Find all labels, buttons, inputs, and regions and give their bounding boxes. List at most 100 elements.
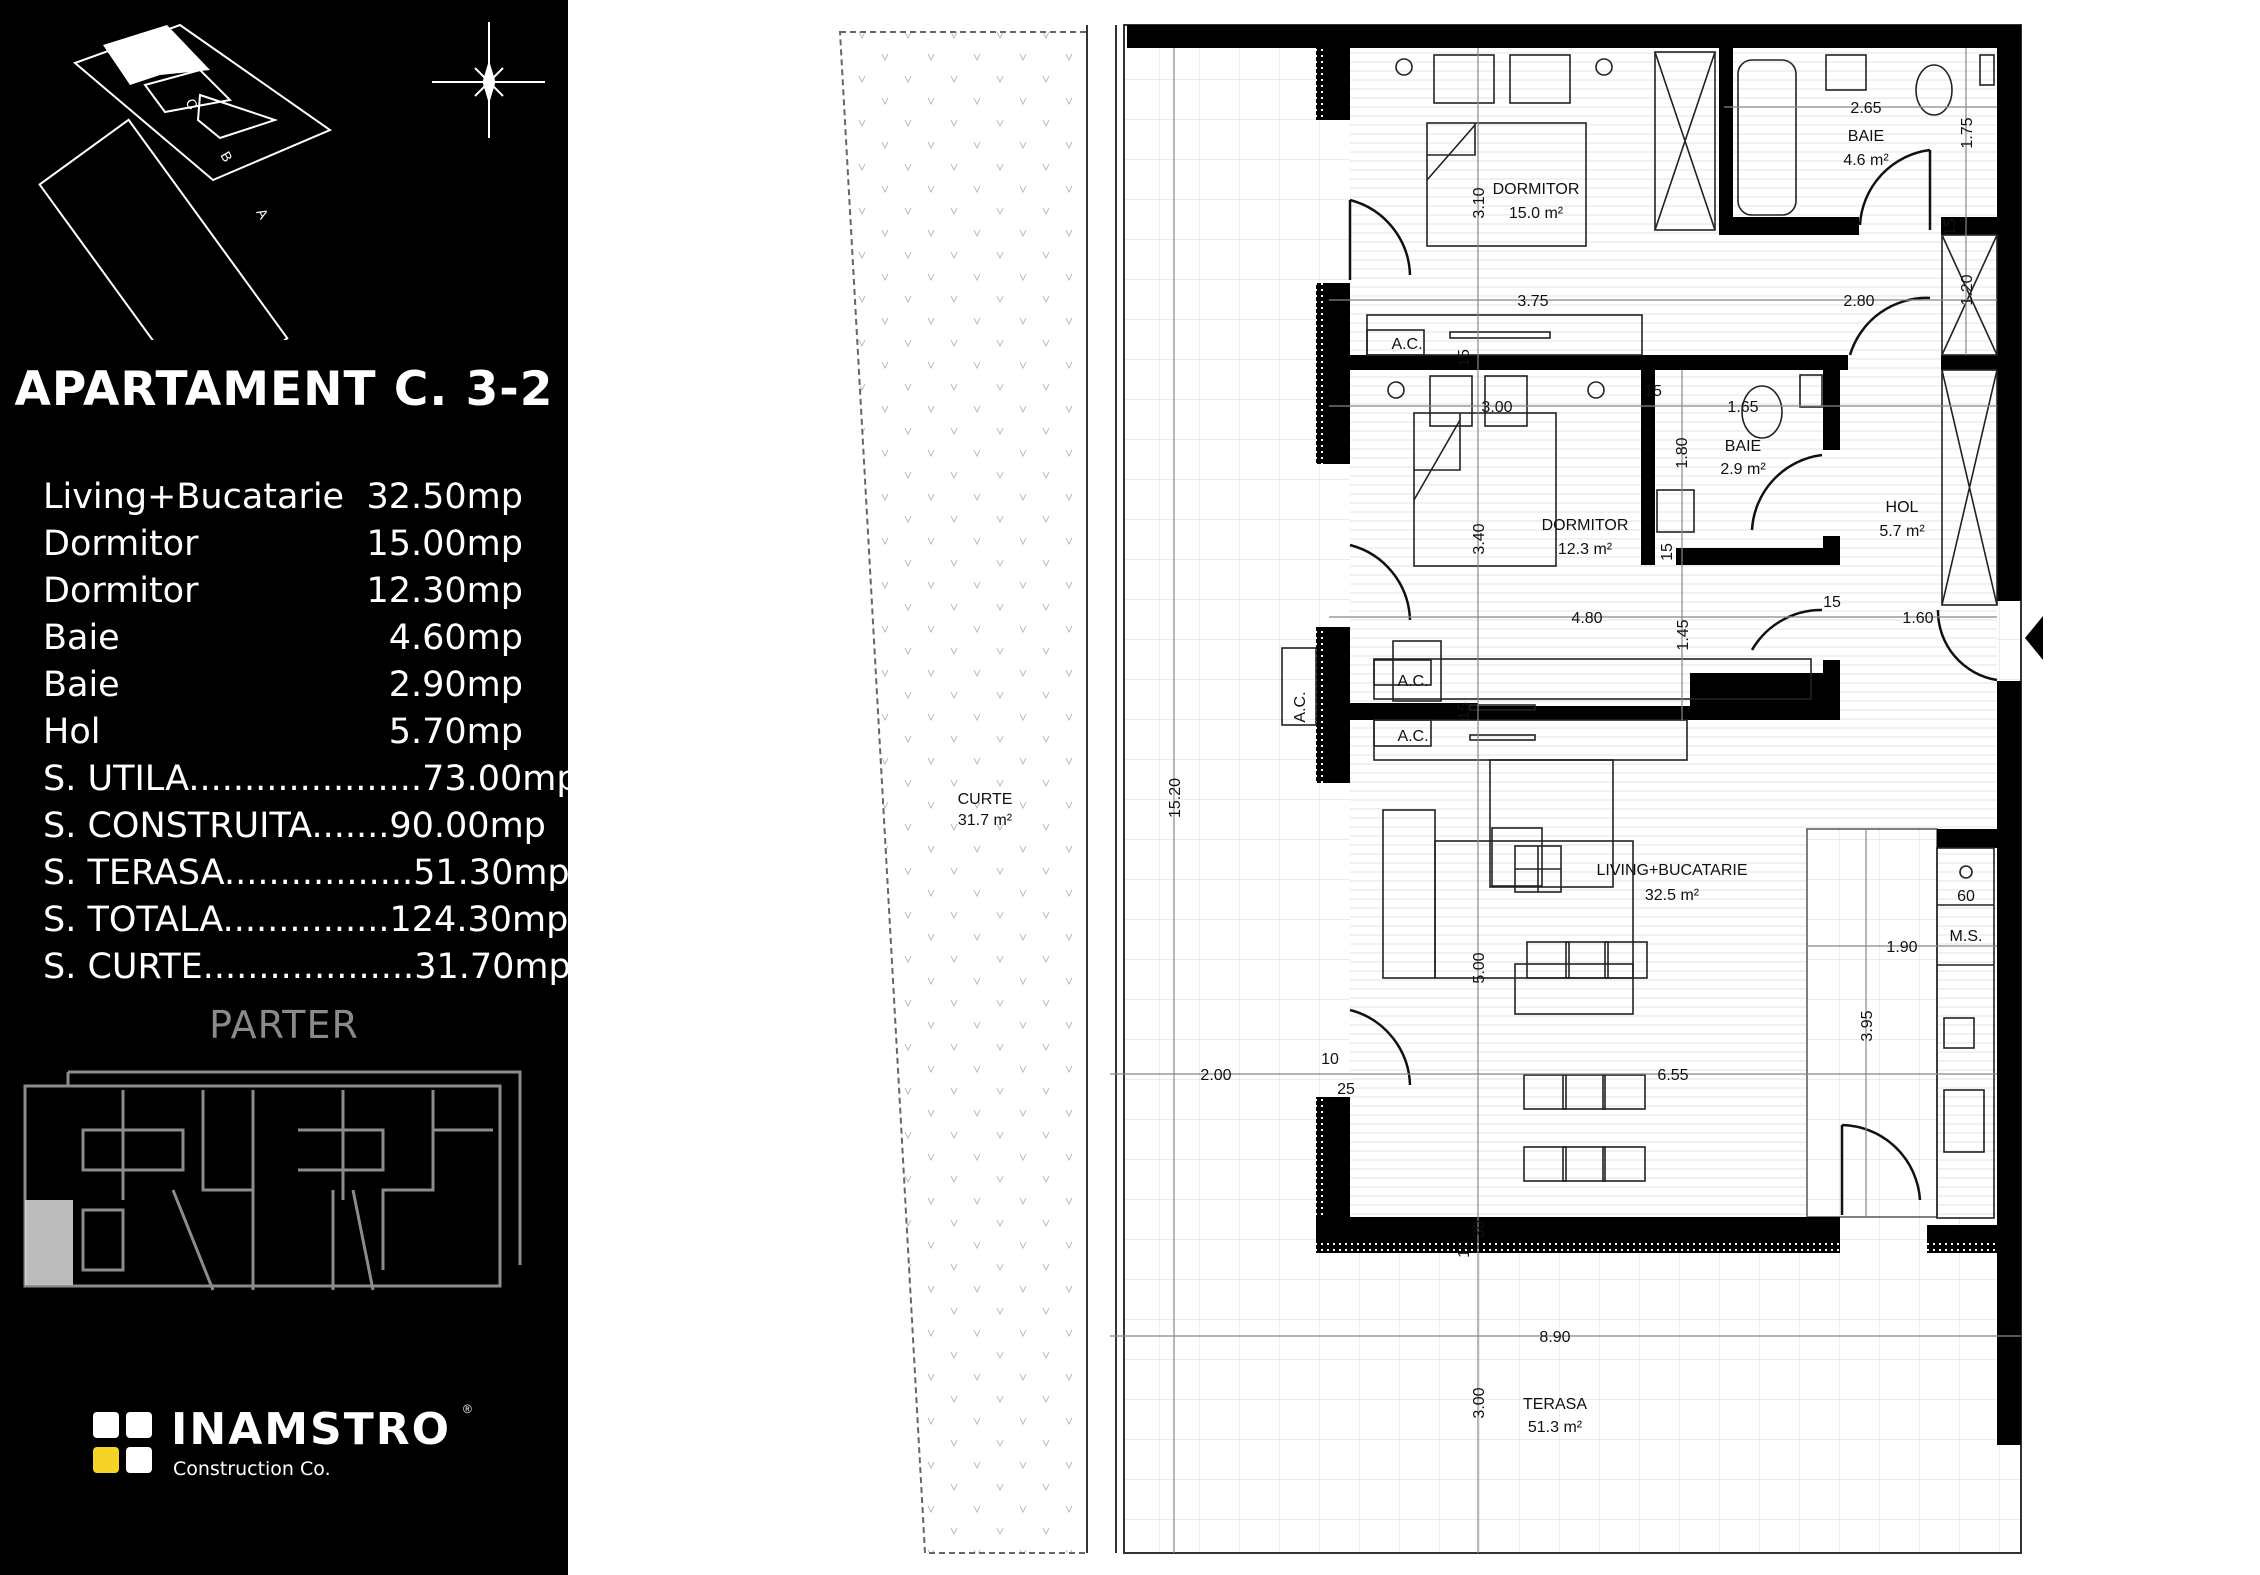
room-area-dormitor-1: 15.0 m² [1509,205,1564,222]
compass-icon [432,22,545,138]
logo-accent-square [93,1447,119,1473]
apartment-title: APARTAMENT C. 3-2 [14,362,554,417]
room-area-terasa: 51.3 m² [1528,1419,1583,1436]
area-row: Living+Bucatarie 32.50mp [43,477,523,524]
fridge-width: 60 [1957,888,1975,905]
area-row: S. TOTALA...............124.30mp [43,900,568,947]
area-label: Baie [43,665,120,705]
dim: 15 [1942,218,1959,236]
area-value: 15.00mp [366,524,523,564]
ac-label: A.C. [1397,673,1428,690]
room-area-hol: 5.7 m² [1879,523,1925,540]
area-label: Dormitor [43,524,199,564]
dim: 10 [1321,1051,1339,1068]
site-block-b: B [217,149,236,165]
area-row: Dormitor 12.30mp [43,571,523,618]
area-row: Baie 2.90mp [43,665,523,712]
area-row: Dormitor 15.00mp [43,524,523,571]
dim: 8.90 [1539,1329,1570,1346]
room-name-dormitor-1: DORMITOR [1493,181,1580,198]
dimension-lines [1110,48,2021,1553]
area-label: Dormitor [43,571,199,611]
ac-label: A.C. [1397,728,1428,745]
walls [1127,25,2021,1445]
area-value: 124.30mp [389,900,569,940]
dim: 2.80 [1843,293,1874,310]
floor-thumbnail [23,1070,522,1291]
area-value: 90.00mp [389,806,546,846]
area-row: S. CONSTRUITA.......90.00mp [43,806,546,853]
ms-label: M.S. [1950,928,1983,945]
area-label: Hol [43,712,101,752]
ac-label: A.C. [1391,336,1422,353]
furniture [1281,51,1998,1219]
area-label: Baie [43,618,120,658]
dim: 4.80 [1571,610,1602,627]
room-name-hol: HOL [1886,499,1919,516]
dim: 15.20 [1167,778,1184,818]
entrance-marker [2025,616,2043,660]
dim: 6.55 [1657,1067,1688,1084]
room-name-baie-1: BAIE [1848,128,1884,145]
area-value: 5.70mp [388,712,523,752]
curte-area [838,31,1088,1554]
dim: 15 [1823,594,1841,611]
dim: 3.10 [1471,187,1488,218]
room-name-dormitor-2: DORMITOR [1542,517,1629,534]
dimension-labels: 2.65 1.75 15 1.20 3.10 3.75 2.80 15 3.00… [1167,100,1976,1419]
dim: 2.00 [1200,1067,1231,1084]
area-value: 4.60mp [388,618,523,658]
room-area-baie-1: 4.6 m² [1843,152,1889,169]
doors[interactable] [1348,148,1998,1215]
dim: 1.45 [1675,619,1692,650]
dim: 3.95 [1859,1010,1876,1041]
dim: 3.00 [1471,1387,1488,1418]
dim: 25 [1337,1081,1355,1098]
dim: 3.00 [1481,399,1512,416]
area-value: 32.50mp [366,477,523,517]
area-row: S. CURTE...................31.70mp [43,947,571,994]
area-value: 2.90mp [388,665,523,705]
room-area-baie-2: 2.9 m² [1720,461,1766,478]
room-area-dormitor-2: 12.3 m² [1558,541,1613,558]
room-name-terasa: TERASA [1523,1396,1587,1413]
dim: 2.65 [1850,100,1881,117]
floor-label: PARTER [209,1003,359,1047]
dim: 15 [1456,702,1473,720]
ac-label: A.C. [1292,691,1309,722]
area-value: 12.30mp [366,571,523,611]
site-block-a: A [253,206,272,223]
logo-tagline: Construction Co. [173,1458,331,1480]
dim: 15 [1659,543,1676,561]
area-label: S. CONSTRUITA....... [43,806,390,846]
dim: 15 [1456,349,1473,367]
dim: 1.90 [1886,939,1917,956]
area-value: 51.30mp [413,853,570,893]
area-row: S. UTILA.....................73.00mp [43,759,579,806]
logo-name: INAMSTRO [171,1404,452,1455]
room-labels: DORMITOR 15.0 m² BAIE 4.6 m² DORMITOR 12… [958,128,1983,1436]
area-label: S. TERASA................. [43,853,414,893]
dim: 15 [1644,383,1662,400]
area-value: 31.70mp [414,947,571,987]
area-row: S. TERASA.................51.30mp [43,853,570,900]
dim: 30 [1471,1220,1488,1238]
area-value: 73.00mp [422,759,579,799]
logo-registered: ® [463,1402,472,1416]
room-name-baie-2: BAIE [1725,438,1761,455]
dim: 3.75 [1517,293,1548,310]
site-plan: C B A [38,22,545,340]
area-label: S. CURTE................... [43,947,415,987]
info-panel: C B A APARTAMENT C. 3-2 Living+Bucatarie… [0,0,579,1575]
dim: 5.00 [1471,952,1488,983]
room-area-curte: 31.7 m² [958,812,1013,829]
area-row: Hol 5.70mp [43,712,523,759]
room-area-living: 32.5 m² [1645,887,1700,904]
area-label: Living+Bucatarie [43,477,345,517]
dim: 1.80 [1674,437,1691,468]
dim: 1.60 [1902,610,1933,627]
area-label: S. TOTALA............... [43,900,390,940]
dim: 10 [1456,1240,1473,1258]
dim: 1.65 [1727,399,1758,416]
